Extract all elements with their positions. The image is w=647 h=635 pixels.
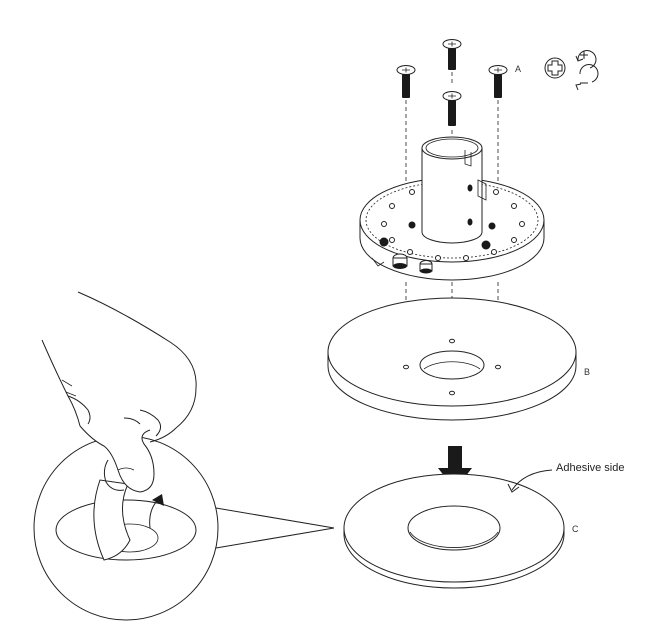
adhesive-side-label: Adhesive side xyxy=(556,462,625,474)
label-a: A xyxy=(515,64,521,74)
magnifier-connector xyxy=(215,507,335,549)
adhesive-side-callout xyxy=(507,469,553,493)
base-plate xyxy=(327,297,577,421)
screw-set xyxy=(396,39,508,126)
label-c: C xyxy=(572,524,579,534)
screw xyxy=(396,65,416,98)
screw xyxy=(442,91,462,126)
flange-bolts xyxy=(379,221,496,274)
peel-detail-magnifier xyxy=(33,435,219,621)
rotate-clockwise-tighten-icon xyxy=(575,50,597,69)
screw xyxy=(488,65,508,98)
flange-holes xyxy=(381,181,525,261)
label-b: B xyxy=(584,367,590,377)
adhesive-pad xyxy=(343,473,565,589)
hand-illustration xyxy=(41,291,197,493)
screw xyxy=(442,39,462,70)
philips-screwdriver-icon xyxy=(544,57,566,79)
mount-tube xyxy=(421,136,487,244)
rotate-counterclockwise-loosen-icon xyxy=(575,64,599,91)
